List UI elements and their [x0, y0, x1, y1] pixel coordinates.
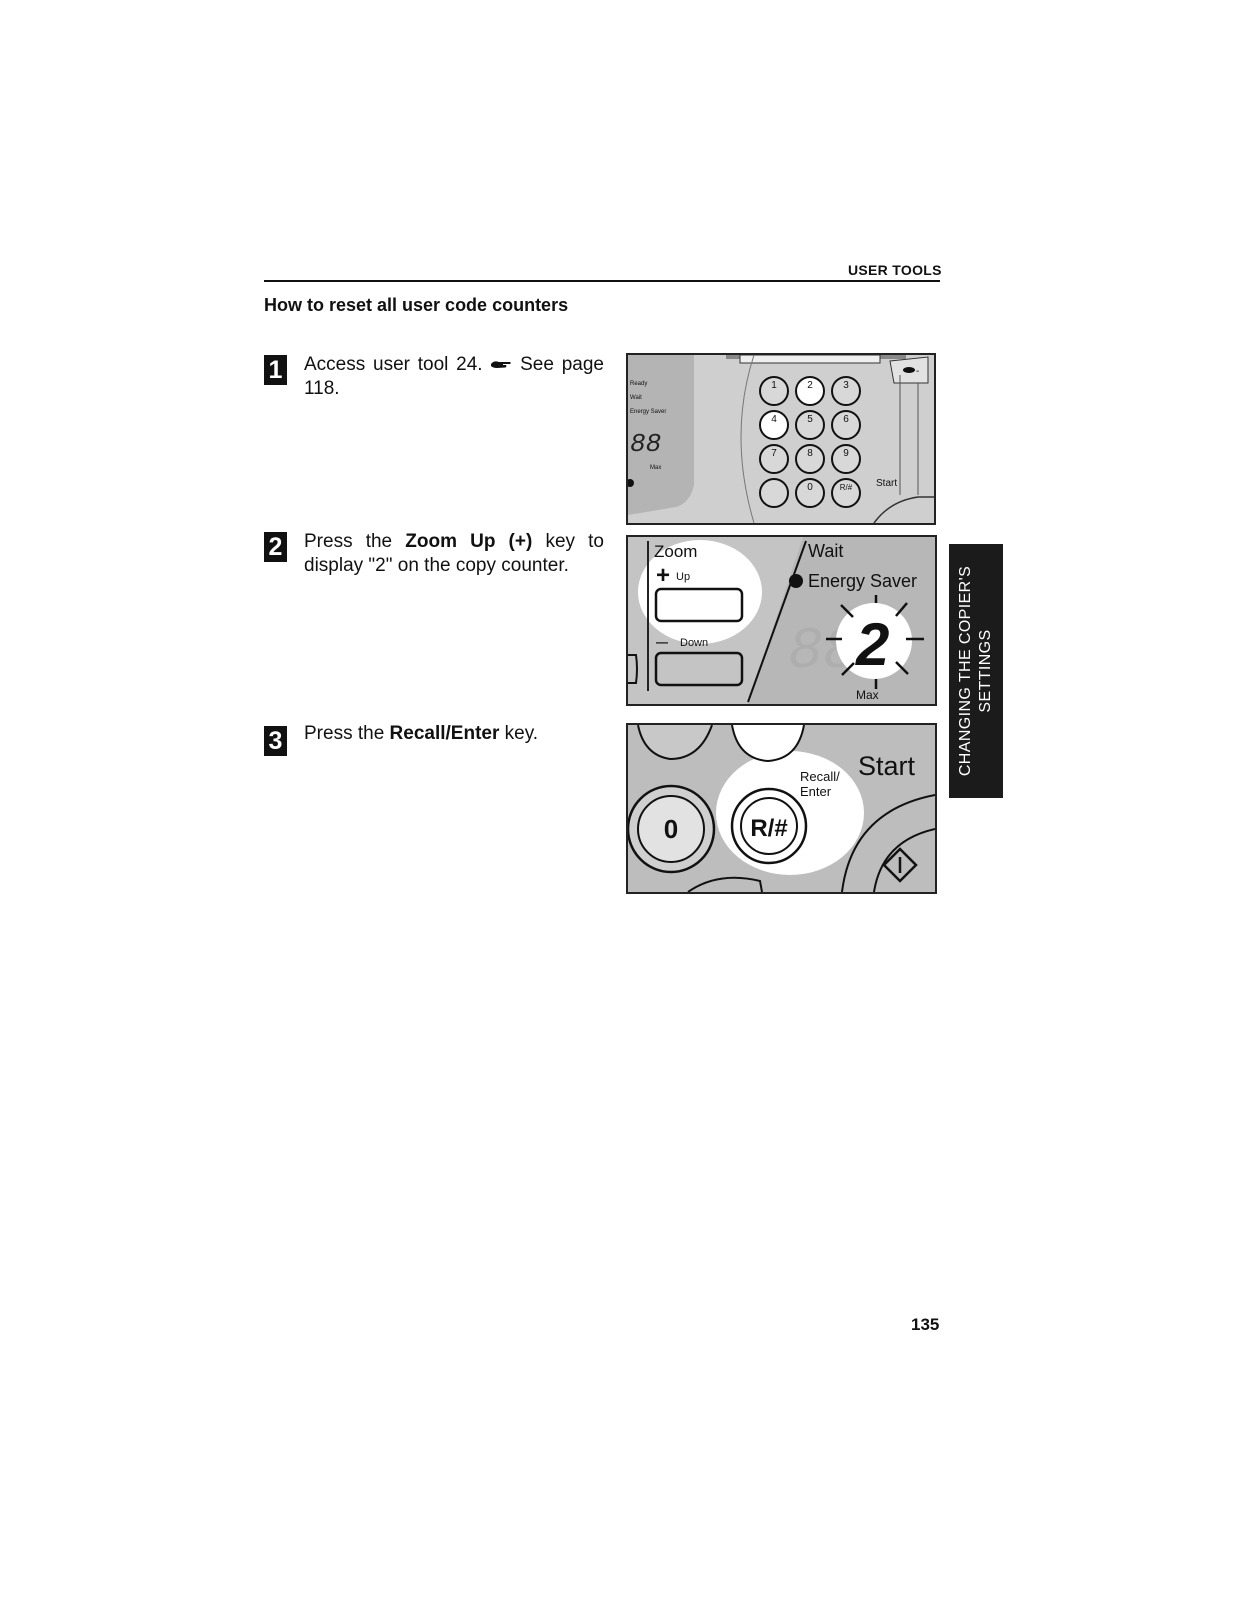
counter-digit: 2 — [855, 611, 889, 678]
keypad-key — [759, 478, 789, 508]
zoom-up-key — [654, 587, 744, 623]
recall-enter-illustration: 0 R/# Recall/ Enter Start — [626, 723, 937, 894]
keypad-key-label: 1 — [771, 380, 777, 391]
step-1-number: 1 — [264, 355, 287, 385]
page-number: 135 — [911, 1315, 940, 1334]
step-1-text-after: See page 118. — [304, 354, 604, 399]
keypad-key: 6 — [831, 410, 861, 440]
up-label: Up — [676, 571, 690, 583]
up-plus-sign: + — [656, 562, 670, 589]
wait-label: Wait — [808, 541, 843, 561]
step-3-key: Recall/Enter — [389, 723, 500, 744]
keypad-key-label: 8 — [807, 448, 813, 459]
hand-pointer-icon — [490, 354, 512, 375]
step-2-text: Press the Zoom Up (+) key to display "2"… — [304, 530, 604, 578]
keypad-key-label: 5 — [807, 414, 813, 425]
step-3-text-after: key. — [499, 723, 539, 744]
keypad-key-label: 3 — [843, 380, 849, 391]
keypad-key-label: 7 — [771, 448, 777, 459]
keypad-key-label: 9 — [843, 448, 849, 459]
left-display-panel — [628, 355, 694, 523]
side-tab-line1: CHANGING THE COPIER'S — [957, 565, 974, 777]
recall-label-line2: Enter — [800, 784, 832, 799]
zoom-counter-illustration: Zoom + Up — Down Wait Energy Saver 88 2 … — [626, 535, 937, 706]
recall-label-line1: Recall/ — [800, 769, 840, 784]
numeric-keypad: 1 2 3 4 5 6 7 8 9 0 R/# — [740, 355, 861, 523]
keypad-key-label: 2 — [807, 380, 813, 391]
down-label: Down — [680, 637, 708, 649]
down-minus-sign: — — [656, 635, 668, 649]
side-tab-line2: SETTINGS — [977, 629, 994, 713]
keypad-key: 8 — [795, 444, 825, 474]
start-key-icon — [882, 847, 918, 883]
max-label: Max — [856, 688, 879, 702]
status-energy-label: Energy Saver — [630, 409, 666, 415]
status-wait-label: Wait — [630, 395, 642, 401]
step-3-number: 3 — [264, 726, 287, 756]
keypad-key: 5 — [795, 410, 825, 440]
side-tab: CHANGING THE COPIER'S SETTINGS — [949, 544, 1003, 798]
keypad-key-label: R/# — [840, 483, 853, 492]
header-rule — [264, 280, 940, 282]
keypad-key: R/# — [831, 478, 861, 508]
step-3-text: Press the Recall/Enter key. — [304, 722, 604, 746]
section-header: USER TOOLS — [848, 262, 942, 278]
counter-display-88: 88 — [630, 429, 661, 459]
step-2-text-after: key to display "2" on the copy counter. — [304, 531, 604, 576]
keypad-key: 7 — [759, 444, 789, 474]
max-small-label: Max — [650, 465, 661, 471]
counter-glow — [836, 603, 912, 679]
keypad-key-label: 4 — [771, 414, 777, 425]
step-2-key: Zoom Up (+) — [405, 531, 533, 552]
start-small-label: Start — [876, 478, 897, 489]
step-2-text-before: Press the — [304, 531, 406, 552]
energy-saver-label: Energy Saver — [808, 571, 917, 591]
keypad-key: 2 — [795, 376, 825, 406]
zoom-down-key — [654, 651, 744, 687]
keypad-illustration: - Ready Wait Energy Saver 88 Max 1 2 3 4 5 6 7… — [626, 353, 936, 525]
keypad-key: 0 — [795, 478, 825, 508]
keypad-key: 3 — [831, 376, 861, 406]
zoom-label: Zoom — [654, 542, 697, 561]
keypad-key: 4 — [759, 410, 789, 440]
step-2-number: 2 — [264, 532, 287, 562]
glow-rays — [826, 595, 924, 689]
svg-text:-: - — [916, 366, 919, 377]
step-3-text-before: Press the — [304, 723, 390, 744]
step-1-text: Access user tool 24. See page 118. — [304, 353, 604, 401]
zero-key-label: 0 — [664, 814, 678, 844]
start-label: Start — [858, 751, 916, 781]
step-1-text-before: Access user tool 24. — [304, 354, 491, 375]
keypad-key: 1 — [759, 376, 789, 406]
page-title: How to reset all user code counters — [264, 295, 569, 315]
keypad-key: 9 — [831, 444, 861, 474]
keypad-key-label: 0 — [807, 482, 813, 493]
status-ready-label: Ready — [630, 381, 647, 387]
keypad-key-label: 6 — [843, 414, 849, 425]
recall-key-label: R/# — [750, 815, 787, 842]
